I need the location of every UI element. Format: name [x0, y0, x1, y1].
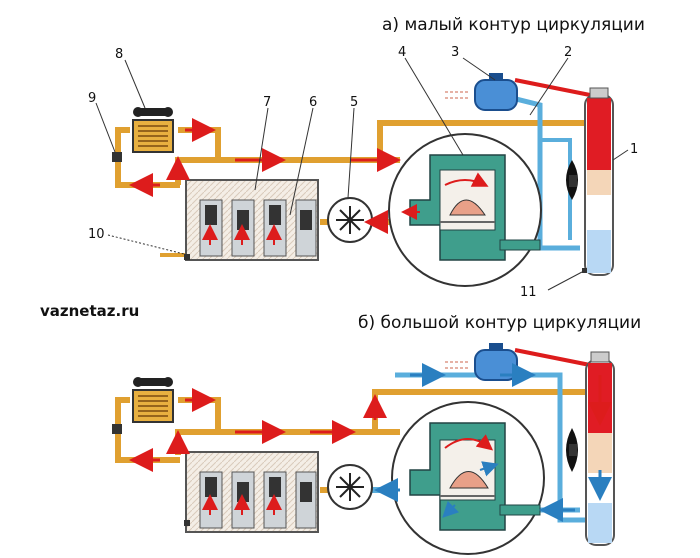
callout-9: 9	[88, 91, 96, 106]
site-watermark: vaznetaz.ru	[40, 302, 139, 320]
callout-11: 11	[520, 285, 537, 300]
callout-5: 5	[350, 95, 358, 110]
callout-6: 6	[309, 95, 317, 110]
title-large-circuit: б) большой контур циркуляции	[358, 313, 641, 333]
callout-3: 3	[451, 45, 459, 60]
callout-1: 1	[630, 142, 638, 157]
small-circuit	[95, 57, 629, 291]
callout-10: 10	[88, 227, 105, 242]
large-circuit	[112, 343, 615, 555]
callout-4: 4	[398, 45, 406, 60]
title-small-circuit: а) малый контур циркуляции	[382, 15, 645, 35]
callout-7: 7	[263, 95, 271, 110]
callout-8: 8	[115, 47, 123, 62]
callout-2: 2	[564, 45, 572, 60]
